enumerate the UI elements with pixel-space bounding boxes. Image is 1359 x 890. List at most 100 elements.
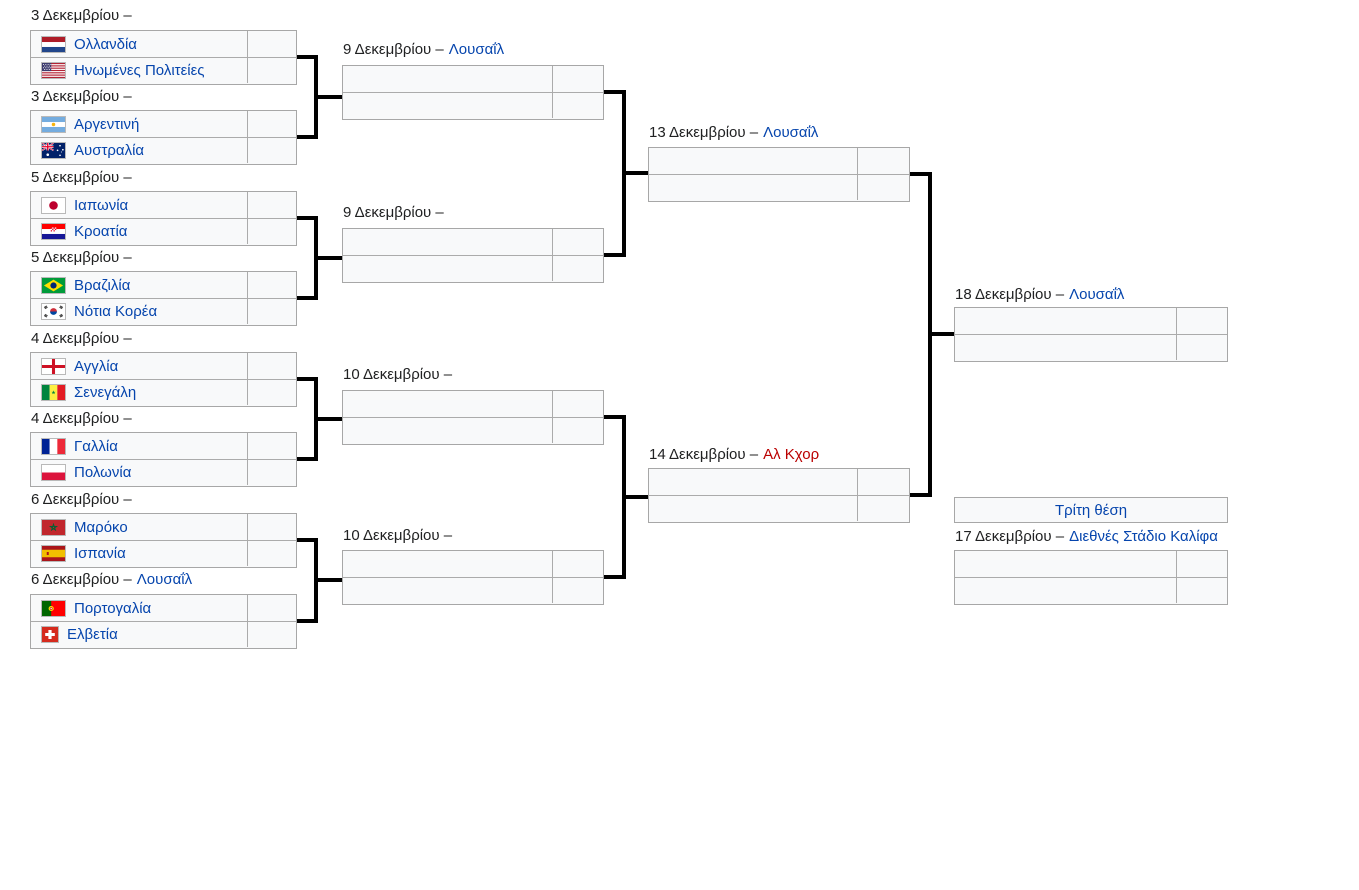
- team-row: [649, 148, 909, 174]
- team-row: Αργεντινή: [31, 111, 296, 137]
- team-row: [343, 229, 603, 255]
- team-south-korea-link[interactable]: Νότια Κορέα: [74, 303, 158, 320]
- venue-link[interactable]: Διεθνές Στάδιο Καλίφα: [1069, 528, 1218, 545]
- score-cell: [247, 595, 296, 621]
- flag-brazil-icon[interactable]: [41, 276, 66, 294]
- bracket-connector: [622, 415, 626, 579]
- match-date: 18 Δεκεμβρίου –: [955, 286, 1065, 303]
- flag-switzerland-icon[interactable]: [41, 626, 59, 643]
- team-portugal-link[interactable]: Πορτογαλία: [74, 599, 152, 617]
- venue-link[interactable]: Λουσαΐλ: [136, 571, 193, 588]
- bracket-connector: [318, 95, 342, 99]
- team-france-link[interactable]: Γαλλία: [74, 437, 118, 455]
- team-argentina-link[interactable]: Αργεντινή: [74, 115, 140, 133]
- team-row: Αγγλία: [31, 353, 296, 379]
- score-cell: [247, 460, 296, 485]
- flag-england-icon[interactable]: [41, 357, 66, 375]
- flag-japan-icon[interactable]: [41, 196, 66, 214]
- score-cell: [1176, 578, 1227, 603]
- team-japan-link[interactable]: Ιαπωνία: [74, 196, 129, 214]
- flag-australia-icon[interactable]: [41, 142, 66, 159]
- team-row: Ισπανία: [31, 540, 296, 566]
- flag-morocco-icon[interactable]: [41, 518, 66, 536]
- team-row: [955, 551, 1227, 577]
- flag-united-states-icon[interactable]: [41, 62, 66, 79]
- team-switzerland-link[interactable]: Ελβετία: [67, 626, 118, 643]
- match-date: 13 Δεκεμβρίου –: [649, 124, 759, 141]
- match-date: 10 Δεκεμβρίου –: [343, 366, 453, 383]
- match-date-label: 5 Δεκεμβρίου –: [31, 248, 137, 268]
- match-date-label: 4 Δεκεμβρίου –: [31, 409, 137, 429]
- flag-netherlands-icon[interactable]: [41, 35, 66, 53]
- flag-argentina-icon[interactable]: [41, 115, 66, 133]
- team-england-link[interactable]: Αγγλία: [74, 357, 119, 375]
- venue-link[interactable]: Λουσαΐλ: [448, 41, 505, 58]
- match-box-r16-5: Αγγλία Σενεγάλη: [30, 352, 297, 407]
- match-date-label: 4 Δεκεμβρίου –: [31, 329, 137, 349]
- score-cell: [247, 138, 296, 163]
- team-netherlands-link[interactable]: Ολλανδία: [74, 35, 137, 53]
- match-date: 14 Δεκεμβρίου –: [649, 446, 759, 463]
- team-senegal-link[interactable]: Σενεγάλη: [74, 384, 137, 401]
- match-box-r16-7: Μαρόκο Ισπανία: [30, 513, 297, 568]
- flag-croatia-icon[interactable]: [41, 223, 66, 240]
- venue-link[interactable]: Λουσαΐλ: [1069, 286, 1125, 303]
- bracket-connector: [928, 172, 932, 497]
- score-cell: [1176, 308, 1227, 334]
- match-date: 4 Δεκεμβρίου –: [31, 330, 132, 347]
- team-morocco-link[interactable]: Μαρόκο: [74, 518, 128, 536]
- match-date: 5 Δεκεμβρίου –: [31, 249, 132, 266]
- match-date: 17 Δεκεμβρίου –: [955, 528, 1065, 545]
- venue-link[interactable]: Λουσαΐλ: [763, 124, 819, 141]
- match-date-label: 17 Δεκεμβρίου –Διεθνές Στάδιο Καλίφα: [955, 527, 1218, 547]
- team-row: Νότια Κορέα: [31, 298, 296, 324]
- venue-redlink[interactable]: Αλ Κχορ: [763, 446, 820, 463]
- team-spain-link[interactable]: Ισπανία: [74, 545, 126, 562]
- bracket-connector: [910, 172, 932, 176]
- team-poland-link[interactable]: Πολωνία: [74, 464, 132, 481]
- score-cell: [552, 256, 603, 281]
- score-cell: [247, 299, 296, 324]
- bracket-connector: [318, 417, 342, 421]
- team-row: [343, 391, 603, 417]
- bracket-connector: [604, 575, 626, 579]
- score-cell: [552, 578, 603, 603]
- bracket-connector: [318, 256, 342, 260]
- team-croatia-link[interactable]: Κροατία: [74, 223, 128, 240]
- bracket-connector: [932, 332, 954, 336]
- bracket-connector: [314, 216, 318, 300]
- team-brazil-link[interactable]: Βραζιλία: [74, 276, 131, 294]
- flag-senegal-icon[interactable]: [41, 384, 66, 401]
- team-united-states-link[interactable]: Ηνωμένες Πολιτείες: [74, 62, 205, 79]
- bracket-connector: [604, 90, 626, 94]
- score-cell: [552, 391, 603, 417]
- team-row: Μαρόκο: [31, 514, 296, 540]
- team-row: Βραζιλία: [31, 272, 296, 298]
- team-row: Γαλλία: [31, 433, 296, 459]
- match-date-label: 10 Δεκεμβρίου –: [343, 365, 457, 385]
- match-box-r16-2: Αργεντινή Αυστραλία: [30, 110, 297, 165]
- bracket-connector: [297, 135, 318, 139]
- match-date-label: 3 Δεκεμβρίου –: [31, 87, 137, 107]
- third-place-link[interactable]: Τρίτη θέση: [1054, 501, 1128, 519]
- flag-south-korea-icon[interactable]: [41, 303, 66, 320]
- team-row: [649, 174, 909, 200]
- team-row: [955, 334, 1227, 360]
- match-date: 9 Δεκεμβρίου –: [343, 41, 444, 58]
- match-box-sf-1: [648, 147, 910, 202]
- flag-spain-icon[interactable]: [41, 545, 66, 562]
- team-row: [343, 66, 603, 92]
- team-row: [343, 577, 603, 603]
- score-cell: [857, 469, 909, 495]
- match-box-sf-2: [648, 468, 910, 523]
- flag-portugal-icon[interactable]: [41, 599, 66, 617]
- match-date-label: 5 Δεκεμβρίου –: [31, 168, 137, 188]
- bracket-connector: [297, 538, 318, 542]
- score-cell: [1176, 551, 1227, 577]
- team-row: [955, 308, 1227, 334]
- flag-poland-icon[interactable]: [41, 464, 66, 481]
- flag-france-icon[interactable]: [41, 437, 66, 455]
- team-row: Πολωνία: [31, 459, 296, 485]
- bracket-connector: [297, 457, 318, 461]
- team-australia-link[interactable]: Αυστραλία: [74, 142, 145, 159]
